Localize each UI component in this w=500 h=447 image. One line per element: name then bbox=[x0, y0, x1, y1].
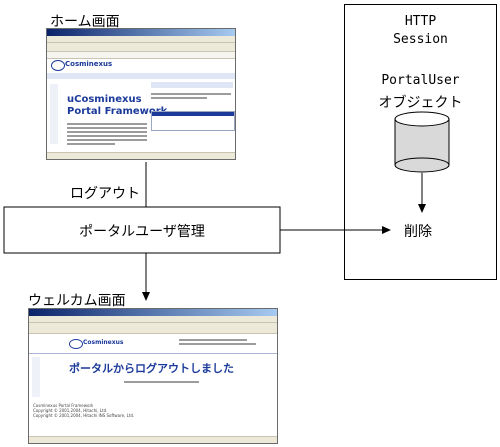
logout-label: ログアウト bbox=[70, 186, 140, 202]
welcome-brand: Cosminexus bbox=[83, 339, 124, 346]
brand-logo-icon bbox=[69, 339, 83, 349]
thumbnail-address-bar bbox=[47, 52, 235, 59]
portal-user-object-label-line1: PortalUser bbox=[381, 73, 460, 88]
thumbnail-statusbar bbox=[47, 152, 235, 159]
thumbnail-divider bbox=[29, 353, 277, 354]
welcome-footer-line2: Copyright © 2001,2004, Hitachi, Ltd. bbox=[33, 408, 108, 413]
welcome-screen-label: ウェルカム画面 bbox=[28, 293, 126, 309]
thumbnail-close-message bbox=[124, 379, 199, 385]
welcome-headline: ポータルからログアウトしました bbox=[69, 362, 234, 375]
http-session-label-line1: HTTP bbox=[404, 14, 437, 29]
thumbnail-toolbar bbox=[29, 323, 277, 334]
portal-user-management-label: ポータルユーザ管理 bbox=[79, 224, 205, 240]
thumbnail-menubar bbox=[47, 36, 235, 43]
thumbnail-right-header bbox=[151, 82, 233, 88]
portal-user-object-label-line2: オブジェクト bbox=[378, 95, 463, 111]
thumbnail-titlebar bbox=[47, 29, 235, 36]
http-session-label-line2: Session bbox=[393, 32, 448, 47]
thumbnail-right-text bbox=[151, 91, 231, 101]
home-brand: Cosminexus bbox=[65, 60, 113, 68]
welcome-footer-line3: Copyright © 2001,2004, Hitachi INS Softw… bbox=[33, 413, 135, 418]
portal-user-cylinder-icon bbox=[394, 111, 450, 173]
thumbnail-toolbar bbox=[47, 43, 235, 52]
home-product-line1: uCosminexus bbox=[67, 94, 142, 105]
thumbnail-titlebar bbox=[29, 309, 277, 316]
welcome-footer-line1: Cosminexus Portal Framework bbox=[33, 403, 94, 408]
thumbnail-header-links bbox=[179, 337, 264, 347]
brand-logo-icon bbox=[51, 60, 65, 71]
welcome-screen-thumbnail: Cosminexus ポータルからログアウトしました Cosminexus Po… bbox=[28, 308, 278, 444]
delete-label: 削除 bbox=[404, 224, 432, 240]
home-screen-thumbnail: Cosminexus uCosminexus Portal Framework bbox=[46, 28, 236, 160]
home-screen-label: ホーム画面 bbox=[50, 14, 120, 30]
thumbnail-statusbar bbox=[29, 436, 277, 443]
home-product-line2: Portal Framework bbox=[67, 106, 168, 117]
thumbnail-right-panel bbox=[151, 111, 235, 131]
thumbnail-sidebar bbox=[50, 84, 58, 144]
process-box-outline bbox=[3, 206, 281, 254]
http-session-box bbox=[344, 4, 497, 280]
thumbnail-body-text bbox=[67, 121, 147, 147]
thumbnail-nav-strip bbox=[47, 73, 235, 79]
thumbnail-sidebar bbox=[32, 357, 40, 397]
thumbnail-menubar bbox=[29, 316, 277, 323]
